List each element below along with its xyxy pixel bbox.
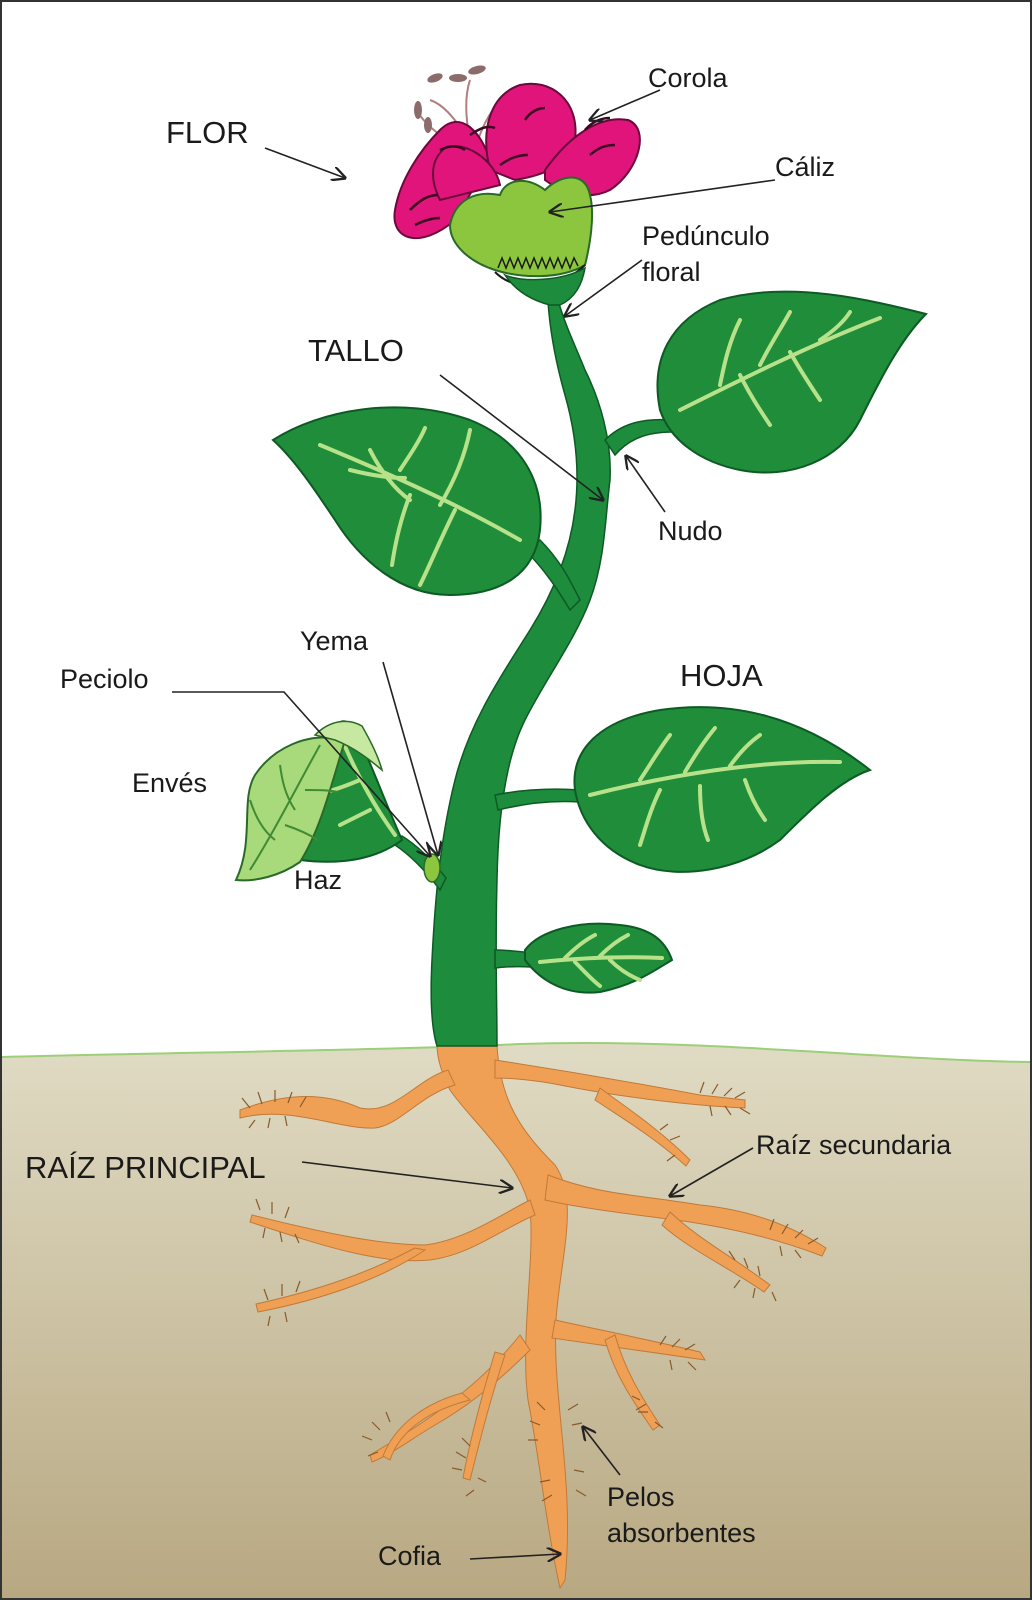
bud [423,853,441,883]
label-nudo: Nudo [658,516,723,546]
root-system [239,1044,827,1590]
receptacle [502,266,587,306]
label-raiz-principal: RAÍZ PRINCIPAL [25,1150,266,1185]
leaf-left-enves [234,720,384,882]
label-cofia: Cofia [378,1541,442,1571]
leader-lines [172,89,776,1559]
label-caliz: Cáliz [775,152,835,182]
label-raiz-secundaria: Raíz secundaria [756,1130,952,1160]
soil [2,1042,1030,1598]
label-haz: Haz [294,865,342,895]
leaf-upper-left [271,406,542,597]
petiole-upper-left [523,539,581,612]
label-corola: Corola [648,63,729,93]
root-hairs [241,1081,819,1502]
leaf-mid-right [573,706,873,873]
label-enves: Envés [132,768,207,798]
calyx [448,176,594,278]
label-hoja: HOJA [680,658,763,693]
label-peduncle-2: floral [642,257,701,287]
labels: FLOR Corola Cáliz Pedúnculo floral TALLO… [25,63,952,1571]
label-peduncle-1: Pedúnculo [642,221,770,251]
label-peciolo: Peciolo [60,664,149,694]
label-pelos-1: Pelos [607,1482,675,1512]
ground-line [1,1041,1031,1063]
leaf-lower-right [524,922,674,994]
leaf-upper-right [656,290,928,474]
label-tallo: TALLO [308,333,404,368]
label-flor: FLOR [166,115,249,150]
label-yema: Yema [300,626,369,656]
label-pelos-2: absorbentes [607,1518,756,1548]
